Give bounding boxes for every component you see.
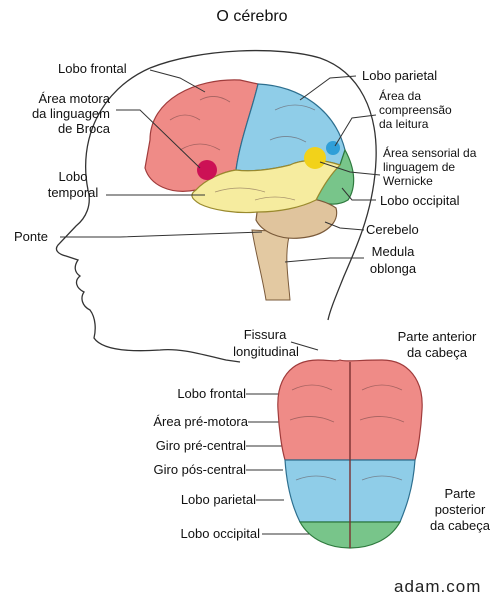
label-premotor: Área pré-motora <box>100 415 248 429</box>
label-back-line3: da cabeça <box>420 519 500 533</box>
page-title: O cérebro <box>202 8 302 26</box>
label-medulla-line2: oblonga <box>358 262 428 276</box>
label-precentral: Giro pré-central <box>100 439 246 453</box>
label-postcentral: Giro pós-central <box>100 463 246 477</box>
label-back-line2: posterior <box>420 503 500 517</box>
label-parietal-lobe: Lobo parietal <box>362 69 437 83</box>
label-fissure-line1: Fissura <box>232 328 298 342</box>
label-reading-line1: Área da <box>379 90 421 103</box>
brand-watermark: adam.com <box>394 578 481 596</box>
label-fissure-line2: longitudinal <box>226 345 306 359</box>
label-reading-line3: da leitura <box>379 118 428 131</box>
label-top-frontal: Lobo frontal <box>110 387 246 401</box>
label-top-parietal: Lobo parietal <box>110 493 256 507</box>
reading-area <box>326 141 340 155</box>
brainstem <box>252 230 290 300</box>
label-temporal-line2: temporal <box>38 186 108 200</box>
label-back-line1: Parte <box>420 487 500 501</box>
label-medulla-line1: Medula <box>358 245 428 259</box>
label-occipital-lobe: Lobo occipital <box>380 194 460 208</box>
label-cerebellum: Cerebelo <box>366 223 419 237</box>
label-frontal-lobe: Lobo frontal <box>58 62 127 76</box>
label-pons: Ponte <box>14 230 48 244</box>
label-broca-line1: Área motora <box>2 92 110 106</box>
label-wernicke-line2: linguagem de <box>383 161 455 174</box>
label-wernicke-line1: Área sensorial da <box>383 147 476 160</box>
wernicke-area <box>304 147 326 169</box>
label-wernicke-line3: Wernicke <box>383 175 433 188</box>
broca-area <box>197 160 217 180</box>
label-broca-line3: de Broca <box>2 122 110 136</box>
label-front-line1: Parte anterior <box>382 330 492 344</box>
top-view-brain <box>278 360 422 548</box>
label-front-line2: da cabeça <box>382 346 492 360</box>
label-reading-line2: compreensão <box>379 104 452 117</box>
label-top-occipital: Lobo occipital <box>110 527 260 541</box>
label-temporal-line1: Lobo <box>38 170 108 184</box>
label-broca-line2: da linguagem <box>2 107 110 121</box>
